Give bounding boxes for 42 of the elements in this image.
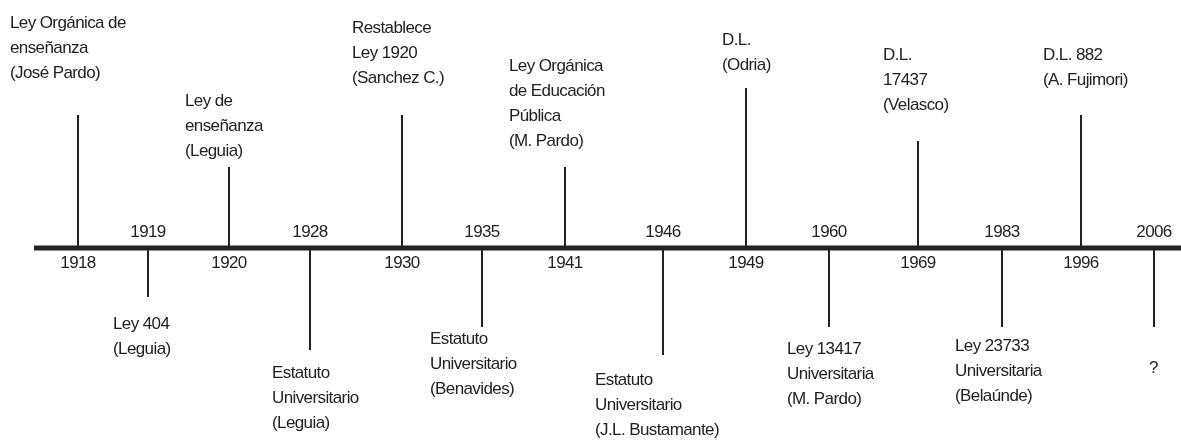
event-label: Estatuto Universitario (J.L. Bustamante) [595,367,719,441]
event-label: Ley Orgánica de Educación Pública (M. Pardo) [509,53,605,153]
year-label: 1983 [984,222,1020,242]
leader-line [828,249,830,328]
event-label: D.L. 17437 (Velasco) [883,42,949,117]
event-label: Ley 23733 Universitaria (Belaúnde) [955,333,1042,408]
event-label: Ley 404 (Leguia) [113,311,171,361]
year-label: 1946 [645,222,681,242]
year-label: 1949 [728,253,764,273]
year-label: 1969 [900,253,936,273]
leader-line [564,166,566,247]
year-label: 1919 [130,222,166,242]
event-label: Estatuto Universitario (Benavides) [430,326,517,401]
event-label: D.L. (Odria) [722,27,771,77]
year-label: 1941 [547,253,583,273]
leader-line [401,114,403,247]
year-label: 1996 [1063,253,1099,273]
event-label: ? [1149,355,1158,380]
year-label: 1918 [60,253,96,273]
leader-line [309,249,311,351]
year-label: 1960 [811,222,847,242]
event-label: Ley Orgánica de enseñanza (José Pardo) [10,10,126,85]
year-label: 1935 [464,222,500,242]
leader-line [147,249,149,298]
leader-line [662,249,664,356]
leader-line [77,114,79,247]
leader-line [1001,249,1003,328]
event-label: Restablece Ley 1920 (Sanchez C.) [352,15,444,90]
year-label: 2006 [1136,222,1172,242]
leader-line [228,166,230,247]
leader-line [917,140,919,247]
leader-line [745,87,747,247]
leader-line [1080,114,1082,247]
year-label: 1920 [211,253,247,273]
leader-line [481,249,483,328]
year-label: 1930 [384,253,420,273]
event-label: Ley de enseñanza (Leguia) [185,88,263,163]
leader-line [1153,249,1155,328]
event-label: Ley 13417 Universitaria (M. Pardo) [787,336,874,411]
event-label: Estatuto Universitario (Leguia) [272,360,359,435]
year-label: 1928 [292,222,328,242]
event-label: D.L. 882 (A. Fujimori) [1043,42,1128,92]
